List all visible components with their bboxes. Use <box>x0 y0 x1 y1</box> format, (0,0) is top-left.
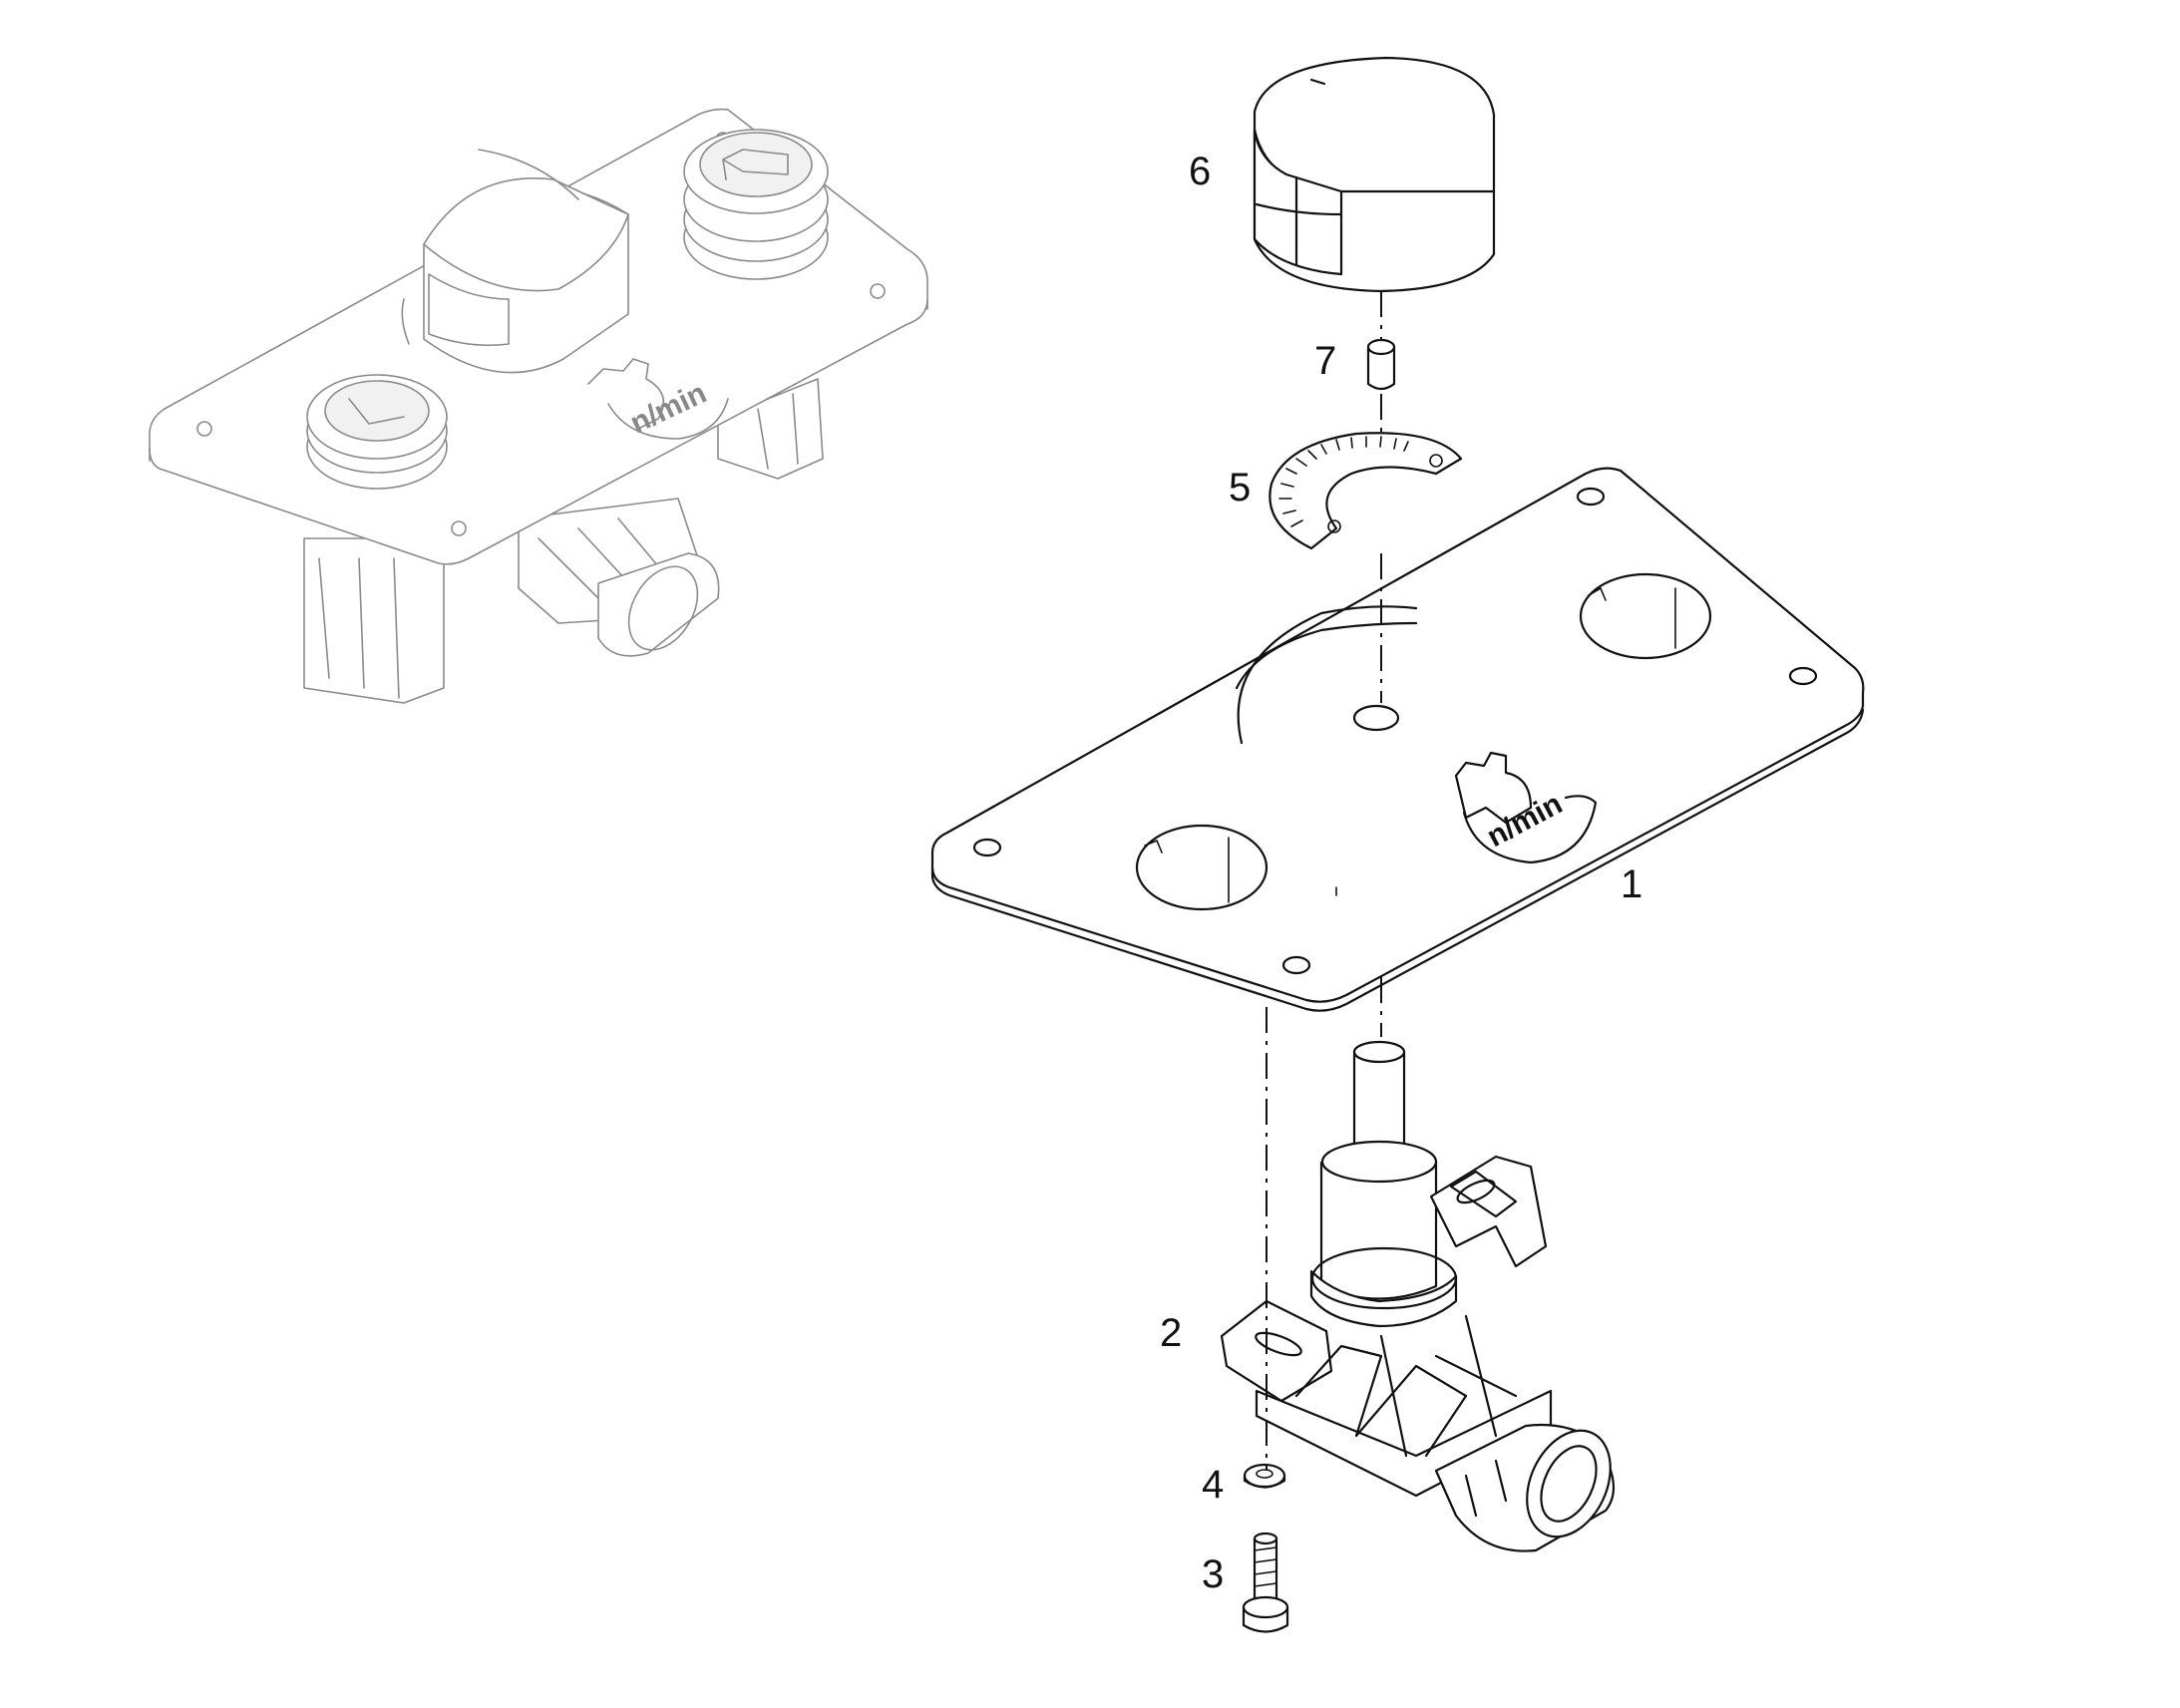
callout-5: 5 <box>1229 466 1251 510</box>
assembled-rotary-knob <box>401 149 629 374</box>
part-7-pin <box>1366 338 1396 391</box>
assembled-horn-icon <box>722 149 789 180</box>
callout-4: 4 <box>1202 1463 1224 1507</box>
callout-7: 7 <box>1314 339 1336 383</box>
assembled-button-left-symbol-icon <box>348 398 405 425</box>
assembled-button-left <box>306 374 448 490</box>
part-5-scale-ring <box>1269 432 1463 550</box>
part-2-sensor-assembly <box>1220 1040 1616 1552</box>
part-4-washer <box>1243 1463 1286 1489</box>
assembled-button-right <box>683 129 829 280</box>
callout-3: 3 <box>1202 1552 1224 1596</box>
part-1-panel-plate: n/min <box>930 467 1865 1012</box>
part-6-rotary-knob <box>1253 56 1496 293</box>
callout-6: 6 <box>1189 150 1211 193</box>
assembled-control-panel: n/min <box>149 108 928 704</box>
assembly-center-lines <box>1266 291 1382 1471</box>
callout-1: 1 <box>1621 862 1642 906</box>
callout-2: 2 <box>1160 1311 1182 1355</box>
assembled-connector <box>597 552 720 657</box>
part-3-screw <box>1242 1532 1289 1633</box>
